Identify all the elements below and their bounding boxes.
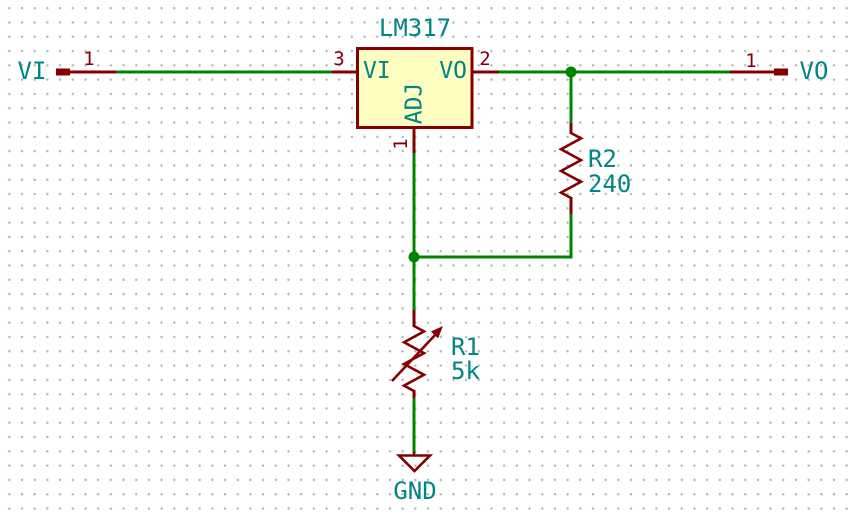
potentiometer-r1[interactable] [391, 310, 443, 398]
wire-r2-to-adj-node[interactable] [414, 213, 573, 259]
port-vi-pin-block[interactable] [56, 68, 70, 76]
port-vo-pin-number: 1 [745, 50, 757, 72]
r2-value-label[interactable]: 240 [588, 170, 632, 198]
lm317-symbol[interactable] [332, 47, 499, 154]
lm317-value-label[interactable]: LM317 [378, 14, 452, 42]
r1-wiper-arrowhead [430, 326, 443, 339]
port-vo-pin-block[interactable] [774, 68, 788, 76]
r1-reference-label[interactable]: R1 [451, 333, 480, 361]
lm317-pin-name-adj: ADJ [401, 82, 428, 125]
r1-wiper-arrow-shaft[interactable] [391, 333, 437, 382]
resistor-r2[interactable] [558, 123, 584, 214]
r1-value-label[interactable]: 5k [451, 357, 480, 385]
port-vi-connector[interactable] [56, 68, 116, 76]
lm317-pin-name-vo: VO [439, 58, 467, 84]
r2-reference-label[interactable]: R2 [588, 145, 617, 173]
port-vi-label[interactable]: VI [17, 57, 47, 85]
port-vo-label[interactable]: VO [799, 57, 829, 85]
port-vi-pin-number: 1 [83, 48, 95, 70]
junction-dot-adj [408, 251, 420, 263]
wires[interactable] [115, 70, 730, 453]
lm317-pin-name-vi: VI [363, 58, 391, 84]
gnd-triangle[interactable] [395, 454, 434, 473]
lm317-pin3-number: 3 [333, 48, 345, 70]
gnd-label[interactable]: GND [393, 477, 437, 505]
lm317-pin1-number: 1 [390, 138, 412, 150]
junction-dot-vo [565, 66, 577, 78]
r2-zigzag[interactable] [558, 131, 584, 200]
lm317-pin2-number: 2 [479, 48, 491, 70]
gnd-symbol[interactable] [395, 452, 434, 473]
port-vo-connector[interactable] [730, 68, 788, 76]
